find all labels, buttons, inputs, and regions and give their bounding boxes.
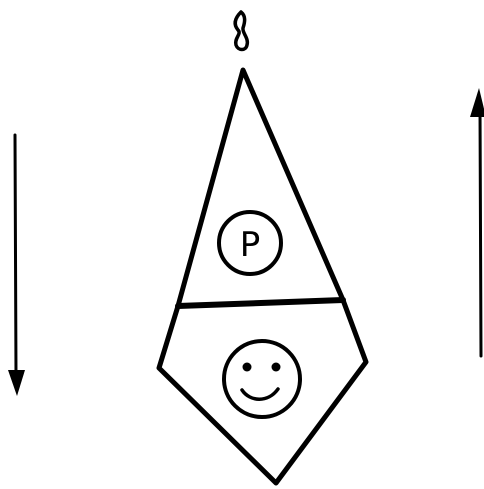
p-circle: P bbox=[219, 212, 281, 274]
kite-divider-line bbox=[178, 300, 343, 306]
flame-icon bbox=[235, 12, 247, 50]
p-circle-label: P bbox=[240, 225, 261, 265]
smiley-right-eye bbox=[272, 363, 281, 372]
smiley-left-eye bbox=[243, 363, 252, 372]
down-arrow-icon bbox=[8, 135, 25, 396]
kite-outline bbox=[159, 70, 366, 483]
smiley-face-icon bbox=[224, 341, 300, 417]
smiley-mouth bbox=[242, 389, 278, 399]
up-arrow-icon bbox=[470, 88, 484, 356]
